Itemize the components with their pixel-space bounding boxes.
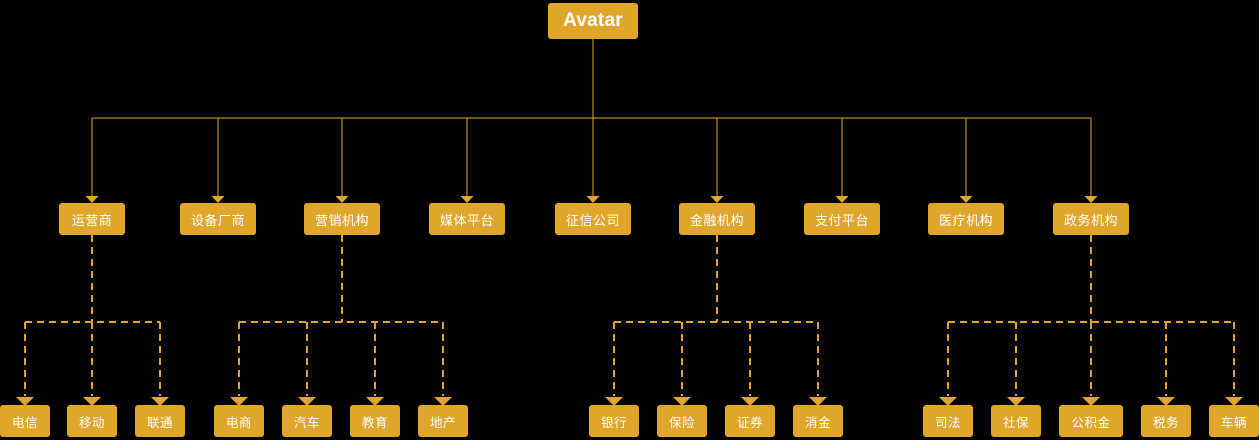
arrow-to-m5 bbox=[586, 196, 600, 203]
node-category-m4[interactable]: 媒体平台 bbox=[429, 203, 505, 235]
node-source-l9[interactable]: 保险 bbox=[657, 405, 707, 437]
node-source-l5[interactable]: 汽车 bbox=[282, 405, 332, 437]
node-category-m5[interactable]: 征信公司 bbox=[555, 203, 631, 235]
node-label: 保险 bbox=[668, 415, 695, 430]
arrow-to-m7 bbox=[835, 196, 849, 203]
node-label: 运营商 bbox=[71, 212, 113, 228]
node-source-l10[interactable]: 证券 bbox=[725, 405, 775, 437]
node-label: 媒体平台 bbox=[439, 212, 494, 228]
node-category-m6[interactable]: 金融机构 bbox=[679, 203, 755, 235]
node-label: 银行 bbox=[600, 415, 627, 430]
node-label: 设备厂商 bbox=[190, 212, 245, 228]
node-label: 公积金 bbox=[1071, 415, 1111, 430]
node-label: 社保 bbox=[1002, 415, 1029, 430]
node-label: 支付平台 bbox=[814, 212, 869, 228]
node-label: 司法 bbox=[934, 415, 961, 430]
node-label: 联通 bbox=[146, 415, 173, 430]
node-label: 汽车 bbox=[293, 415, 320, 430]
node-category-m1[interactable]: 运营商 bbox=[59, 203, 125, 235]
node-category-m2[interactable]: 设备厂商 bbox=[180, 203, 256, 235]
node-source-l8[interactable]: 银行 bbox=[589, 405, 639, 437]
node-label: 移动 bbox=[78, 415, 105, 430]
node-label: 征信公司 bbox=[565, 212, 620, 228]
node-category-m9[interactable]: 政务机构 bbox=[1053, 203, 1129, 235]
node-category-m3[interactable]: 营销机构 bbox=[304, 203, 380, 235]
node-label: 地产 bbox=[429, 415, 456, 430]
node-category-m7[interactable]: 支付平台 bbox=[804, 203, 880, 235]
node-source-l7[interactable]: 地产 bbox=[418, 405, 468, 437]
node-source-l13[interactable]: 社保 bbox=[991, 405, 1041, 437]
node-source-l2[interactable]: 移动 bbox=[67, 405, 117, 437]
arrow-to-m2 bbox=[211, 196, 225, 203]
node-source-l4[interactable]: 电商 bbox=[214, 405, 264, 437]
arrow-to-m8 bbox=[959, 196, 973, 203]
node-source-l15[interactable]: 税务 bbox=[1141, 405, 1191, 437]
node-source-l3[interactable]: 联通 bbox=[135, 405, 185, 437]
node-source-l14[interactable]: 公积金 bbox=[1059, 405, 1123, 437]
node-label: 税务 bbox=[1152, 415, 1179, 430]
arrow-to-m3 bbox=[335, 196, 349, 203]
node-label: 证券 bbox=[736, 415, 763, 430]
arrow-to-m6 bbox=[710, 196, 724, 203]
node-label: 政务机构 bbox=[1063, 212, 1118, 228]
node-label: Avatar bbox=[563, 10, 623, 31]
node-category-m8[interactable]: 医疗机构 bbox=[928, 203, 1004, 235]
node-label: 教育 bbox=[361, 415, 388, 430]
node-source-l12[interactable]: 司法 bbox=[923, 405, 973, 437]
node-label: 车辆 bbox=[1220, 415, 1247, 430]
arrow-to-m4 bbox=[460, 196, 474, 203]
arrow-to-m1 bbox=[85, 196, 99, 203]
node-label: 电信 bbox=[11, 415, 38, 430]
node-root-avatar[interactable]: Avatar bbox=[548, 3, 638, 39]
node-source-l1[interactable]: 电信 bbox=[0, 405, 50, 437]
node-label: 金融机构 bbox=[689, 212, 744, 228]
node-source-l16[interactable]: 车辆 bbox=[1209, 405, 1259, 437]
node-source-l11[interactable]: 消金 bbox=[793, 405, 843, 437]
node-label: 医疗机构 bbox=[938, 212, 993, 228]
arrow-to-m9 bbox=[1084, 196, 1098, 203]
node-source-l6[interactable]: 教育 bbox=[350, 405, 400, 437]
node-label: 营销机构 bbox=[314, 212, 369, 228]
node-label: 消金 bbox=[804, 415, 831, 430]
node-label: 电商 bbox=[225, 415, 252, 430]
